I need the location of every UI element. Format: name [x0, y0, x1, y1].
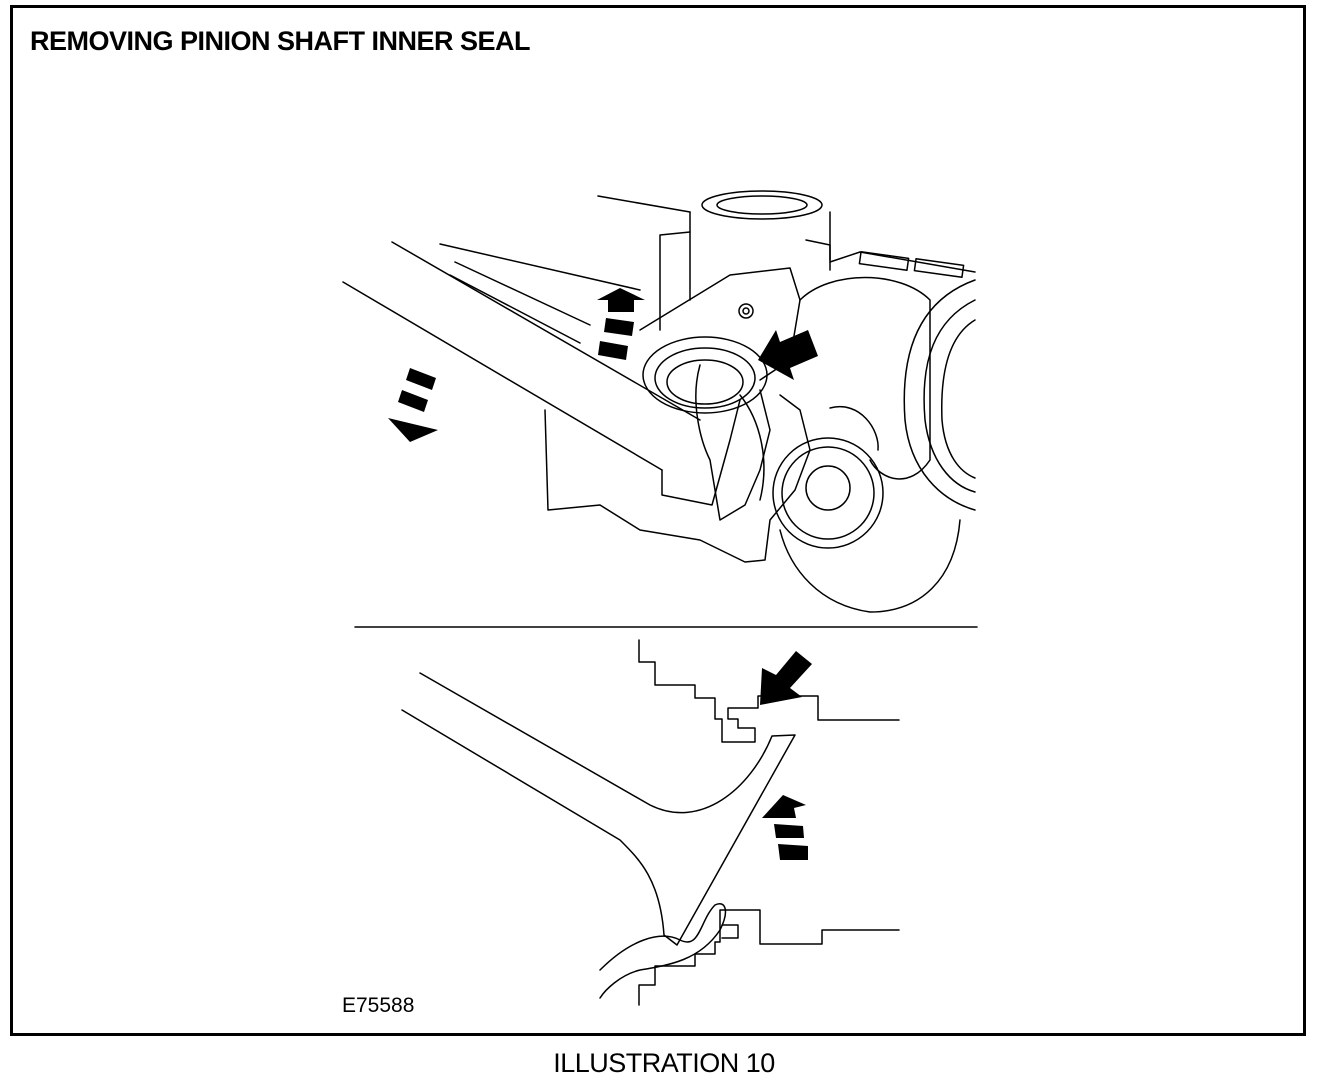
- seal-removal-lever-section: [401, 672, 796, 999]
- upward-arrow-upper: [597, 288, 645, 360]
- figure-caption: ILLUSTRATION 10: [553, 1048, 775, 1078]
- downward-arrow-upper: [388, 368, 438, 442]
- housing-section-top: [638, 639, 900, 743]
- seal-removal-lever: [342, 241, 741, 506]
- seal-direction-arrow-upper: [758, 330, 818, 380]
- figure-title: REMOVING PINION SHAFT INNER SEAL: [30, 26, 531, 56]
- illustration-frame: [10, 5, 1306, 1036]
- image-code: E75588: [342, 994, 415, 1017]
- housing-section-bottom: [638, 909, 900, 1006]
- seal-direction-arrow-lower: [760, 651, 812, 705]
- upward-arrow-lower: [762, 795, 808, 860]
- steering-gear-housing: [544, 190, 976, 613]
